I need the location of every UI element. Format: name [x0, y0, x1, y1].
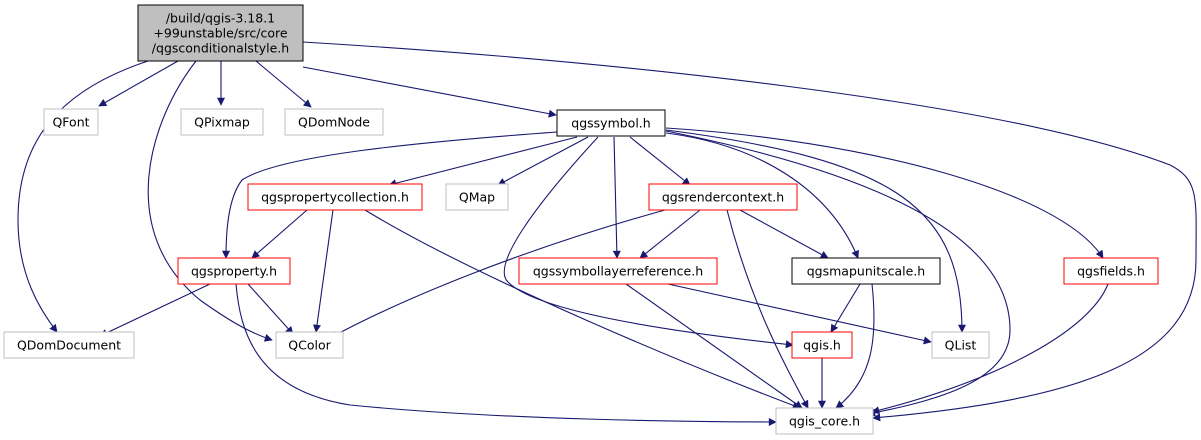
node-qdomnode[interactable]: QDomNode [284, 108, 384, 136]
node-root[interactable]: /build/qgis-3.18.1+99unstable/src/core/q… [137, 4, 304, 62]
node-label-qcolor: QColor [288, 338, 331, 353]
node-label-qgssymbollayerreference: qgssymbollayerreference.h [533, 264, 703, 279]
node-box-qdomnode [284, 108, 384, 136]
edge-root-to-qdomnode [255, 60, 312, 108]
node-qpixmap[interactable]: QPixmap [180, 108, 264, 136]
node-label-qgis_core: qgis_core.h [789, 414, 860, 429]
node-box-qgsproperty [177, 257, 291, 285]
edges-layer [17, 41, 1197, 426]
edge-qgssymbol-to-qlist [665, 129, 966, 333]
node-box-root [137, 4, 304, 62]
edge-qgssymbol-to-qgiscore [665, 130, 1011, 417]
node-qgssymbollayerreference[interactable]: qgssymbollayerreference.h [518, 257, 718, 285]
edge-root-to-qdomdocument [17, 60, 149, 333]
edge-qgsmapunitscale-to-qgis [830, 283, 861, 333]
node-box-qcolor [275, 331, 344, 359]
edge-qgsrendercontext-to-qgsmapunitscale [739, 209, 829, 259]
node-label-qgssymbol: qgssymbol.h [571, 116, 650, 131]
edge-qgspropertycollection-to-qgsproperty [251, 209, 308, 259]
edge-qgsproperty-to-qcolor [247, 283, 294, 335]
node-qmap[interactable]: QMap [445, 183, 509, 211]
edge-qgspropertycollection-to-qgiscore [364, 209, 801, 410]
edge-qgssymbol-to-qmap [497, 136, 589, 186]
edge-qgssymbol-to-qgsrendercontext [629, 136, 691, 186]
edge-qgssymbol-to-qgsmapunitscale [665, 132, 859, 259]
edge-qgsrendercontext-to-qgssymbollayerreference [639, 209, 701, 259]
node-label-root-line-3: /qgsconditionalstyle.h [152, 41, 289, 56]
edge-qgssymbollayerreference-to-qlist [667, 283, 932, 345]
edge-qgspropertycollection-to-qcolor [313, 209, 334, 333]
node-box-qgspropertycollection [247, 183, 423, 211]
edge-qgsproperty-to-qgiscore [235, 283, 777, 426]
node-qgspropertycollection[interactable]: qgspropertycollection.h [247, 183, 423, 211]
edge-qgssymbol-to-qgssymbollayerreference [612, 136, 621, 259]
node-label-qgsmapunitscale: qgsmapunitscale.h [807, 264, 925, 279]
node-label-qgsproperty: qgsproperty.h [191, 264, 277, 279]
node-label-root-line-2: +99unstable/src/core [153, 26, 287, 41]
node-qcolor[interactable]: QColor [275, 331, 344, 359]
node-box-qlist [931, 331, 990, 359]
node-qgis_core[interactable]: qgis_core.h [775, 407, 874, 435]
node-label-qlist: QList [945, 338, 977, 353]
edge-qgssymbol-to-qgspropertycollection [388, 136, 578, 188]
edge-qgssymbol-to-qgsfields [665, 127, 1104, 259]
node-box-qgssymbollayerreference [518, 257, 718, 285]
node-box-qgssymbol [556, 109, 666, 137]
node-label-qgis: qgis.h [803, 338, 841, 353]
node-box-qgsfields [1063, 257, 1159, 285]
node-label-qdomdocument: QDomDocument [17, 338, 121, 353]
edge-root-to-qfont [98, 60, 179, 107]
node-label-qgspropertycollection: qgspropertycollection.h [261, 190, 409, 205]
node-qfont[interactable]: QFont [43, 108, 99, 136]
node-qgsfields[interactable]: qgsfields.h [1063, 257, 1159, 285]
edge-qgssymbol-to-qgsproperty [222, 131, 558, 259]
node-box-qgis_core [775, 407, 874, 435]
node-label-qdomnode: QDomNode [298, 115, 370, 130]
node-label-qpixmap: QPixmap [194, 115, 250, 130]
node-box-qmap [445, 183, 509, 211]
node-box-qgis [791, 331, 853, 359]
edge-qgsproperty-to-qdomdocument [99, 283, 211, 337]
node-qgssymbol[interactable]: qgssymbol.h [556, 109, 666, 137]
edge-root-to-qgiscore [302, 41, 1197, 422]
edge-qgsrendercontext-to-qcolor [329, 209, 666, 339]
node-label-qmap: QMap [459, 190, 495, 205]
node-box-qgsrendercontext [648, 183, 798, 211]
node-label-qfont: QFont [52, 115, 89, 130]
edge-root-to-qcolor [147, 60, 273, 342]
node-qgsrendercontext[interactable]: qgsrendercontext.h [648, 183, 798, 211]
node-box-qfont [43, 108, 99, 136]
node-box-qgsmapunitscale [791, 257, 941, 285]
node-label-qgsrendercontext: qgsrendercontext.h [662, 190, 784, 205]
edge-qgssymbollayerreference-to-qgiscore [625, 283, 803, 409]
node-box-qpixmap [180, 108, 264, 136]
edge-root-to-qgssymbol [302, 66, 557, 118]
edge-qgsfields-to-qgiscore [871, 283, 1109, 415]
edge-qgssymbol-to-qgis [503, 136, 794, 349]
edge-qgsmapunitscale-to-qgiscore [835, 283, 875, 409]
nodes-layer: /build/qgis-3.18.1+99unstable/src/core/q… [3, 4, 1159, 435]
node-qlist[interactable]: QList [931, 331, 990, 359]
node-label-root-line-1: /build/qgis-3.18.1 [166, 11, 275, 26]
edge-qgsrendercontext-to-qgiscore [726, 209, 809, 409]
node-qdomdocument[interactable]: QDomDocument [3, 331, 135, 359]
node-qgis[interactable]: qgis.h [791, 331, 853, 359]
node-box-qdomdocument [3, 331, 135, 359]
node-label-qgsfields: qgsfields.h [1077, 264, 1145, 279]
node-qgsproperty[interactable]: qgsproperty.h [177, 257, 291, 285]
node-qgsmapunitscale[interactable]: qgsmapunitscale.h [791, 257, 941, 285]
